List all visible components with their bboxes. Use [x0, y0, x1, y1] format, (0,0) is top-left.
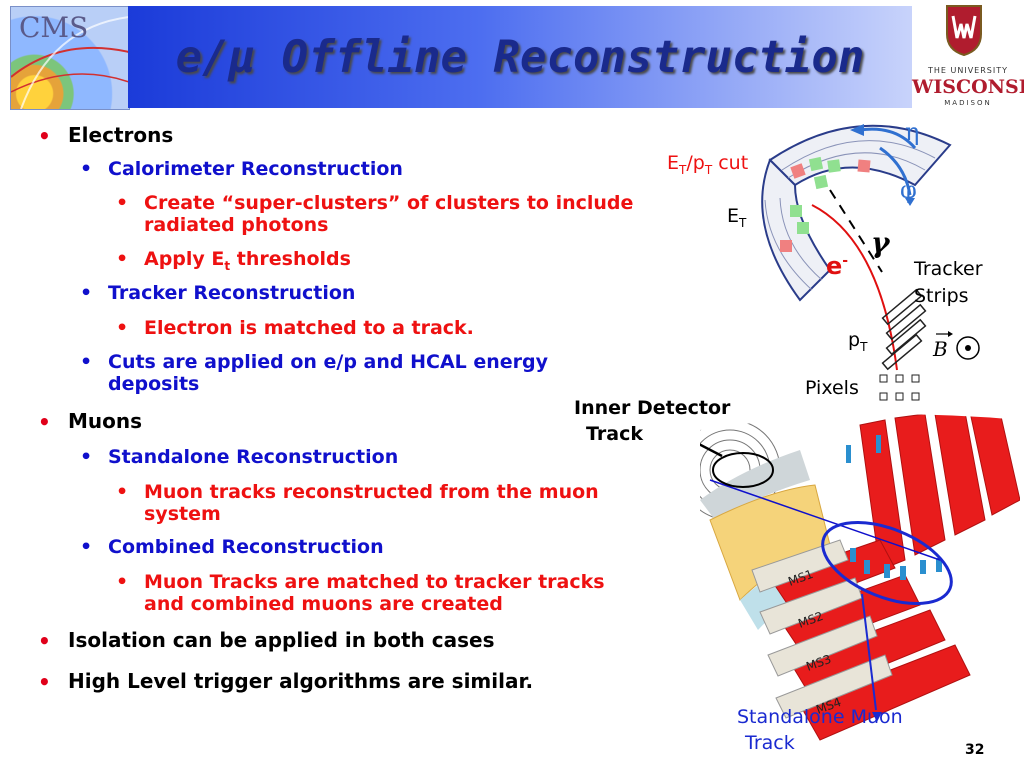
bullet-dot: •: [38, 629, 51, 653]
bullet-hlt: • High Level trigger algorithms are simi…: [38, 669, 534, 694]
muon-hits: [846, 435, 942, 580]
muon-chambers: [769, 414, 1020, 741]
bullet-electron-matched: • Electron is matched to a track.: [116, 317, 474, 339]
b-field-label: B: [932, 337, 948, 361]
bullet-dot: •: [80, 446, 93, 468]
bullet-muon-tracks-matched: • Muon Tracks are matched to tracker tra…: [116, 571, 605, 615]
photon-line: [829, 189, 883, 273]
bullet-dot: •: [80, 351, 93, 373]
slide-header: CMS e/μ Offline Reconstruction THE UNIVE…: [0, 0, 1024, 112]
bullet-dot: •: [38, 124, 51, 148]
bullet-dot: •: [116, 317, 129, 339]
bullet-muon-tracks-reco: • Muon tracks reconstructed from the muo…: [116, 481, 599, 525]
bullet-combined-reco: • Combined Reconstruction: [80, 536, 384, 558]
bullet-dot: •: [38, 670, 51, 694]
electron-label: e-: [826, 252, 849, 280]
et-pt-cut-label: ET/pT cut: [667, 152, 749, 177]
cms-logo: CMS: [10, 6, 130, 110]
tracker-strips: [881, 288, 927, 371]
eta-label: η: [905, 118, 919, 146]
pt-label: pT: [848, 329, 868, 354]
bullet-dot: •: [116, 248, 129, 270]
university-line3: MADISON: [944, 99, 992, 107]
bullet-cuts-applied: • Cuts are applied on e/p and HCAL energ…: [80, 351, 549, 395]
bullet-dot: •: [80, 536, 93, 558]
gamma-label: γ: [871, 226, 890, 259]
bullet-muons: • Muons: [38, 409, 143, 434]
cms-logo-text: CMS: [19, 11, 89, 44]
title-bar: e/μ Offline Reconstruction: [128, 6, 912, 108]
page-number: 32: [965, 742, 985, 758]
pixel-grid: [879, 374, 920, 401]
bullet-super-clusters: • Create “super-clusters” of clusters to…: [116, 192, 634, 236]
bullet-dot: •: [80, 282, 93, 304]
bullet-apply-et: • Apply Et thresholds: [116, 248, 351, 273]
slide-title: e/μ Offline Reconstruction: [175, 32, 865, 83]
phi-label: φ: [900, 176, 917, 204]
pixels-label: Pixels: [805, 377, 859, 399]
bullet-standalone-reco: • Standalone Reconstruction: [80, 446, 399, 468]
bullet-dot: •: [116, 571, 129, 593]
standalone-muon-ellipse: [821, 520, 953, 606]
muon-trajectory: [709, 479, 941, 561]
bullet-dot: •: [38, 410, 51, 434]
bullet-dot: •: [80, 158, 93, 180]
university-line2: WISCONSIN: [912, 76, 1024, 98]
cms-logo-graphic: [11, 16, 129, 109]
et-label: ET: [727, 205, 747, 230]
bullet-dot: •: [116, 481, 129, 503]
university-line1: THE UNIVERSITY: [928, 66, 1008, 75]
bullet-dot: •: [116, 192, 129, 214]
inner-detector-ellipse: [712, 452, 774, 488]
university-logo: THE UNIVERSITY WISCONSIN MADISON: [912, 0, 1024, 112]
crest-icon: [946, 5, 982, 56]
bullet-calo-reco: • Calorimeter Reconstruction: [80, 158, 403, 180]
muon-reconstruction-diagram: MS1 MS2 MS3 MS4: [700, 414, 1020, 741]
electron-reconstruction-diagram: η φ B: [761, 118, 980, 401]
b-field-icon: [956, 336, 980, 360]
bullet-tracker-reco: • Tracker Reconstruction: [80, 282, 356, 304]
bullet-electrons: • Electrons: [38, 123, 174, 148]
bullet-isolation: • Isolation can be applied in both cases: [38, 628, 495, 653]
